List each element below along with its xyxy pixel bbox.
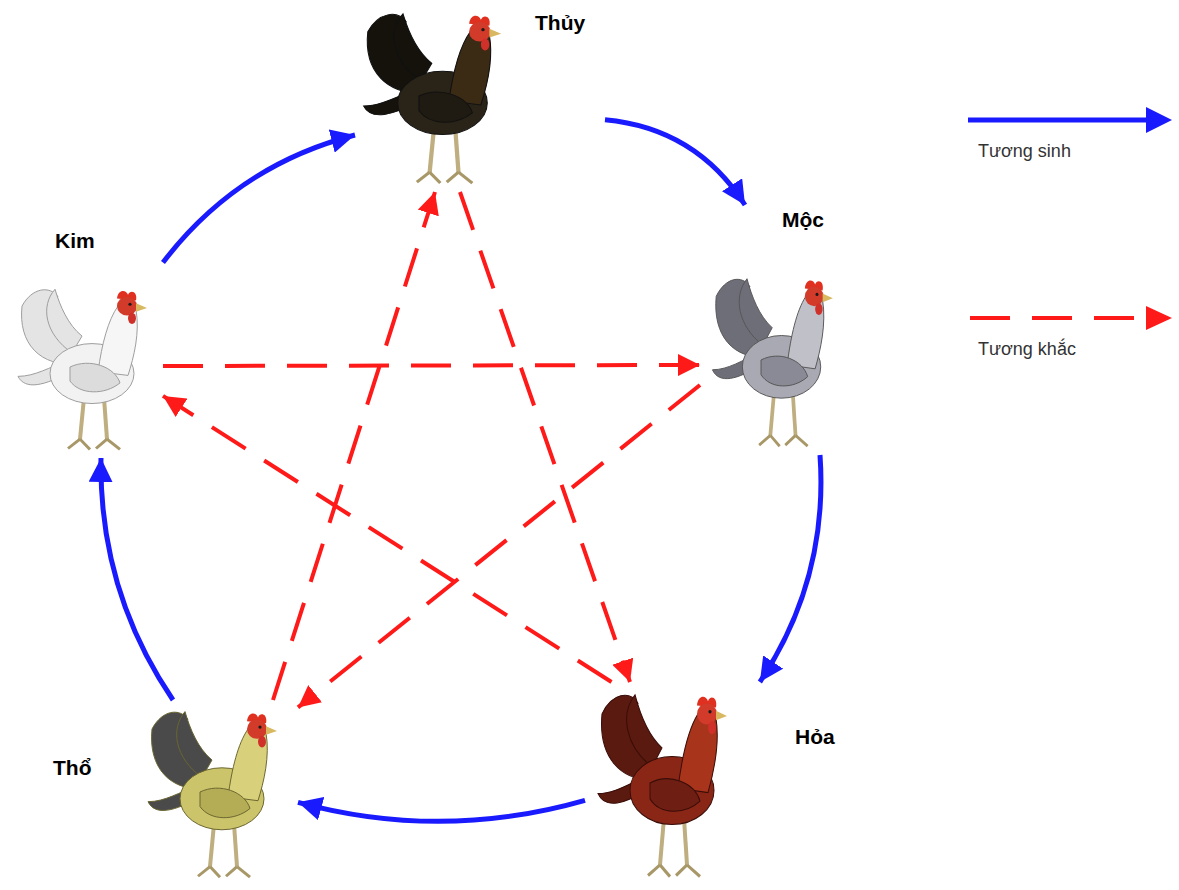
rooster-node: Kim [8,228,163,458]
tail-feather [177,712,212,778]
rooster-foot [759,435,808,446]
element-label: Thổ [53,755,91,781]
rooster-leg [660,818,664,865]
rooster-foot [417,172,472,183]
rooster-eye [816,293,819,296]
rooster-node: Thổ [48,700,298,886]
rooster-illustration [590,682,740,884]
rooster-eye [258,726,261,729]
legend-arrow-head [1146,107,1172,133]
rooster-leg [684,818,687,865]
rooster-head [117,297,137,316]
rooster-illustration [140,700,290,884]
tail-feather [627,695,662,767]
rooster-leg [793,392,796,435]
rooster-head [697,703,717,724]
rooster-eye [481,28,484,31]
rooster-wattle [708,721,716,734]
element-label: Mộc [782,207,824,233]
rooster-wing [650,779,700,811]
rooster-node: Mộc [700,205,850,455]
rooster-foot [198,867,250,878]
tail-feather [739,279,772,346]
rooster-wattle [481,39,490,51]
rooster-head [469,22,490,42]
rooster-node: Hỏa [585,682,850,886]
rooster-beak [716,711,727,721]
generating-arrow [605,120,745,205]
rooster-wattle [258,736,266,748]
element-label: Hỏa [795,724,835,750]
rooster-beak [136,303,147,311]
rooster-beak [489,29,501,38]
legend-label: Tương sinh [978,140,1071,162]
rooster-neck [787,296,824,368]
rooster-leg [770,392,774,435]
rooster-foot [68,439,120,449]
rooster-eye [708,710,711,713]
rooster-node: Thủy [355,2,605,192]
rooster-head [805,287,824,307]
controlling-arrow [273,192,435,700]
legend-line-sample [968,118,1148,123]
rooster-wing [200,788,250,818]
rooster-neck [449,32,491,105]
rooster-head [247,719,267,738]
rooster-leg [430,129,434,173]
rooster-beak [266,726,277,735]
rooster-neck [678,714,717,793]
rooster-wing [761,356,808,386]
rooster-leg [455,129,458,173]
tail-feather [47,289,82,353]
rooster-leg [210,824,214,867]
controlling-arrow [460,192,630,682]
rooster-wattle [815,303,822,315]
rooster-beak [823,293,833,302]
rooster-illustration [10,278,160,456]
rooster-leg [104,398,107,439]
element-label: Kim [55,228,95,254]
generating-arrow [760,455,821,682]
generating-arrow [163,135,355,263]
rooster-neck [98,306,137,375]
generating-arrow [298,800,585,821]
controlling-arrow [163,396,612,682]
rooster-illustration [705,267,845,453]
rooster-wing [419,92,472,122]
generating-arrow [101,458,173,700]
rooster-neck [228,729,267,801]
legend-arrow-head [1146,306,1172,330]
rooster-illustration [355,2,515,190]
rooster-wing [70,363,120,392]
rooster-leg [80,398,84,439]
legend-label: Tương khắc [978,338,1076,360]
rooster-eye [128,303,131,306]
tail-feather [394,14,432,81]
element-label: Thủy [535,10,585,36]
rooster-leg [234,824,237,867]
rooster-foot [648,865,700,877]
controlling-arrow [163,365,700,366]
rooster-wattle [128,313,136,324]
legend-dashed-sample [970,316,1146,320]
